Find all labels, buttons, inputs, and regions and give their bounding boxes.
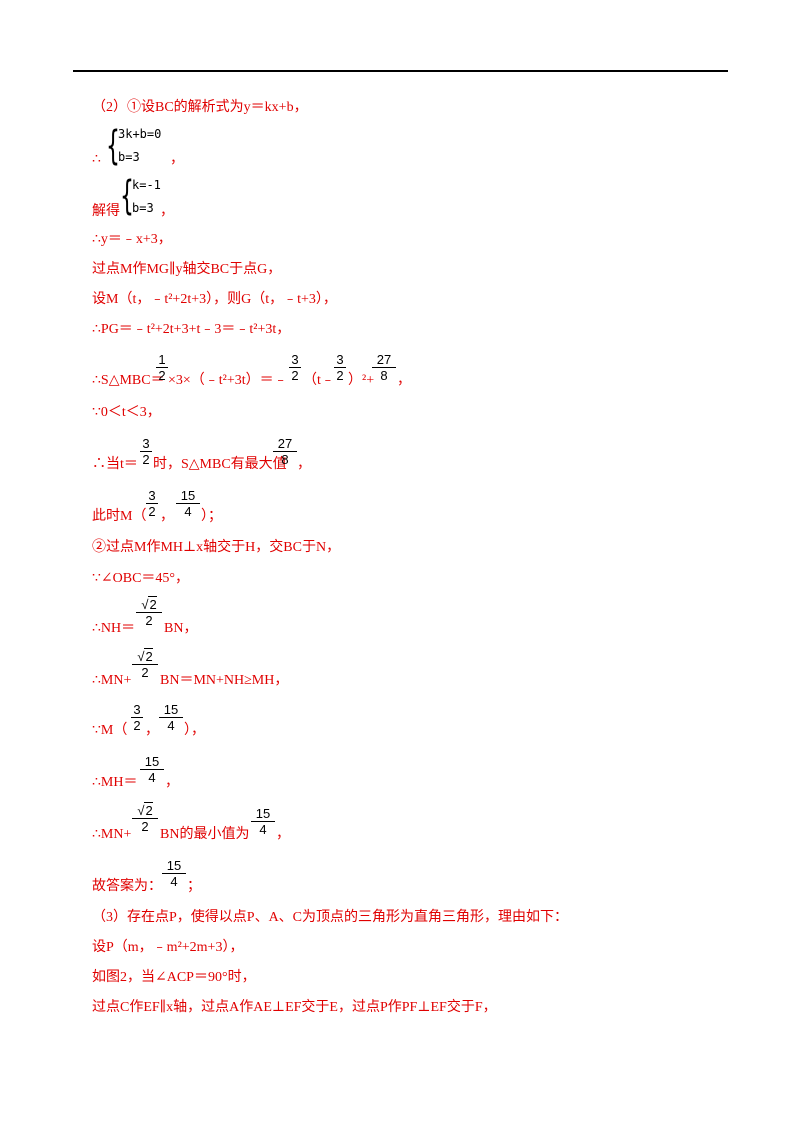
system-eq-2: b=3 xyxy=(118,150,140,164)
line-ef: 过点C作EF∥x轴，过点A作AE⊥EF交于E，过点P作PF⊥EF交于F， xyxy=(92,1000,497,1015)
comma: ， xyxy=(160,204,174,219)
system-eq-1: 3k+b=0 xyxy=(118,127,162,141)
comma: ， xyxy=(297,457,311,472)
nh-label: ∴NH＝ xyxy=(92,621,136,636)
line-mh: ②过点M作MH⊥x轴交于H，交BC于N， xyxy=(92,540,341,555)
nh-expression: BN， xyxy=(164,621,198,636)
area-expression: ）²+ xyxy=(348,373,375,388)
line-angle: ∵∠OBC＝45°， xyxy=(92,571,190,586)
area-expression: ×3×（﹣t²+3t）＝﹣ xyxy=(168,373,288,388)
area-expression: （t﹣ xyxy=(303,373,335,388)
mn-expression: BN＝MN+NH≥MH， xyxy=(160,673,289,688)
part3-intro: （3）存在点P，使得以点P、A、C为顶点的三角形为直角三角形，理由如下： xyxy=(92,910,569,925)
mn-label: ∴MN+ xyxy=(92,673,132,688)
line-pg: ∴PG＝﹣t²+2t+3+t﹣3＝﹣t²+3t， xyxy=(92,322,291,337)
point-m-label: ∵M（ xyxy=(92,723,128,738)
brace-left: { xyxy=(106,123,120,169)
brace-left: { xyxy=(120,173,134,219)
comma: ， xyxy=(397,373,411,388)
comma: ， xyxy=(165,775,179,790)
min-label: ∴MN+ xyxy=(92,827,132,842)
point-m-label: 此时M（ xyxy=(92,509,147,524)
when-label: ∴当t＝ xyxy=(92,457,138,472)
line-set-m: 设M（t，﹣t²+2t+3），则G（t，﹣t+3）， xyxy=(92,292,337,307)
line-set-p: 设P（m，﹣m²+2m+3）， xyxy=(92,940,244,955)
header-rule xyxy=(73,70,728,72)
comma: ， xyxy=(145,723,159,738)
answer-label: 故答案为： xyxy=(92,879,162,894)
min-expression: BN的最小值为 xyxy=(160,827,250,842)
comma: ， xyxy=(276,827,290,842)
semicolon: ； xyxy=(187,879,201,894)
area-label: ∴S△MBC＝ xyxy=(92,373,165,388)
therefore-symbol: ∴ xyxy=(92,152,101,167)
comma: ， xyxy=(160,509,174,524)
comma: ， xyxy=(170,152,184,167)
part2-intro: （2）①设BC的解析式为y＝kx+b， xyxy=(92,100,308,115)
line-figure2: 如图2，当∠ACP＝90°时， xyxy=(92,970,256,985)
point-m-close: ）； xyxy=(201,509,222,524)
solve-label: 解得 xyxy=(92,204,120,219)
line-mg: 过点M作MG∥y轴交BC于点G， xyxy=(92,262,282,277)
max-value-label: 时，S△MBC有最大值 xyxy=(153,457,287,472)
line-y-expression: ∴y＝﹣x+3， xyxy=(92,232,172,247)
mh-label: ∴MH＝ xyxy=(92,775,138,790)
system-eq-1: k=-1 xyxy=(132,178,161,192)
point-m-close: ）， xyxy=(184,723,205,738)
system-eq-2: b=3 xyxy=(132,201,154,215)
line-range: ∵0＜t＜3， xyxy=(92,405,161,420)
